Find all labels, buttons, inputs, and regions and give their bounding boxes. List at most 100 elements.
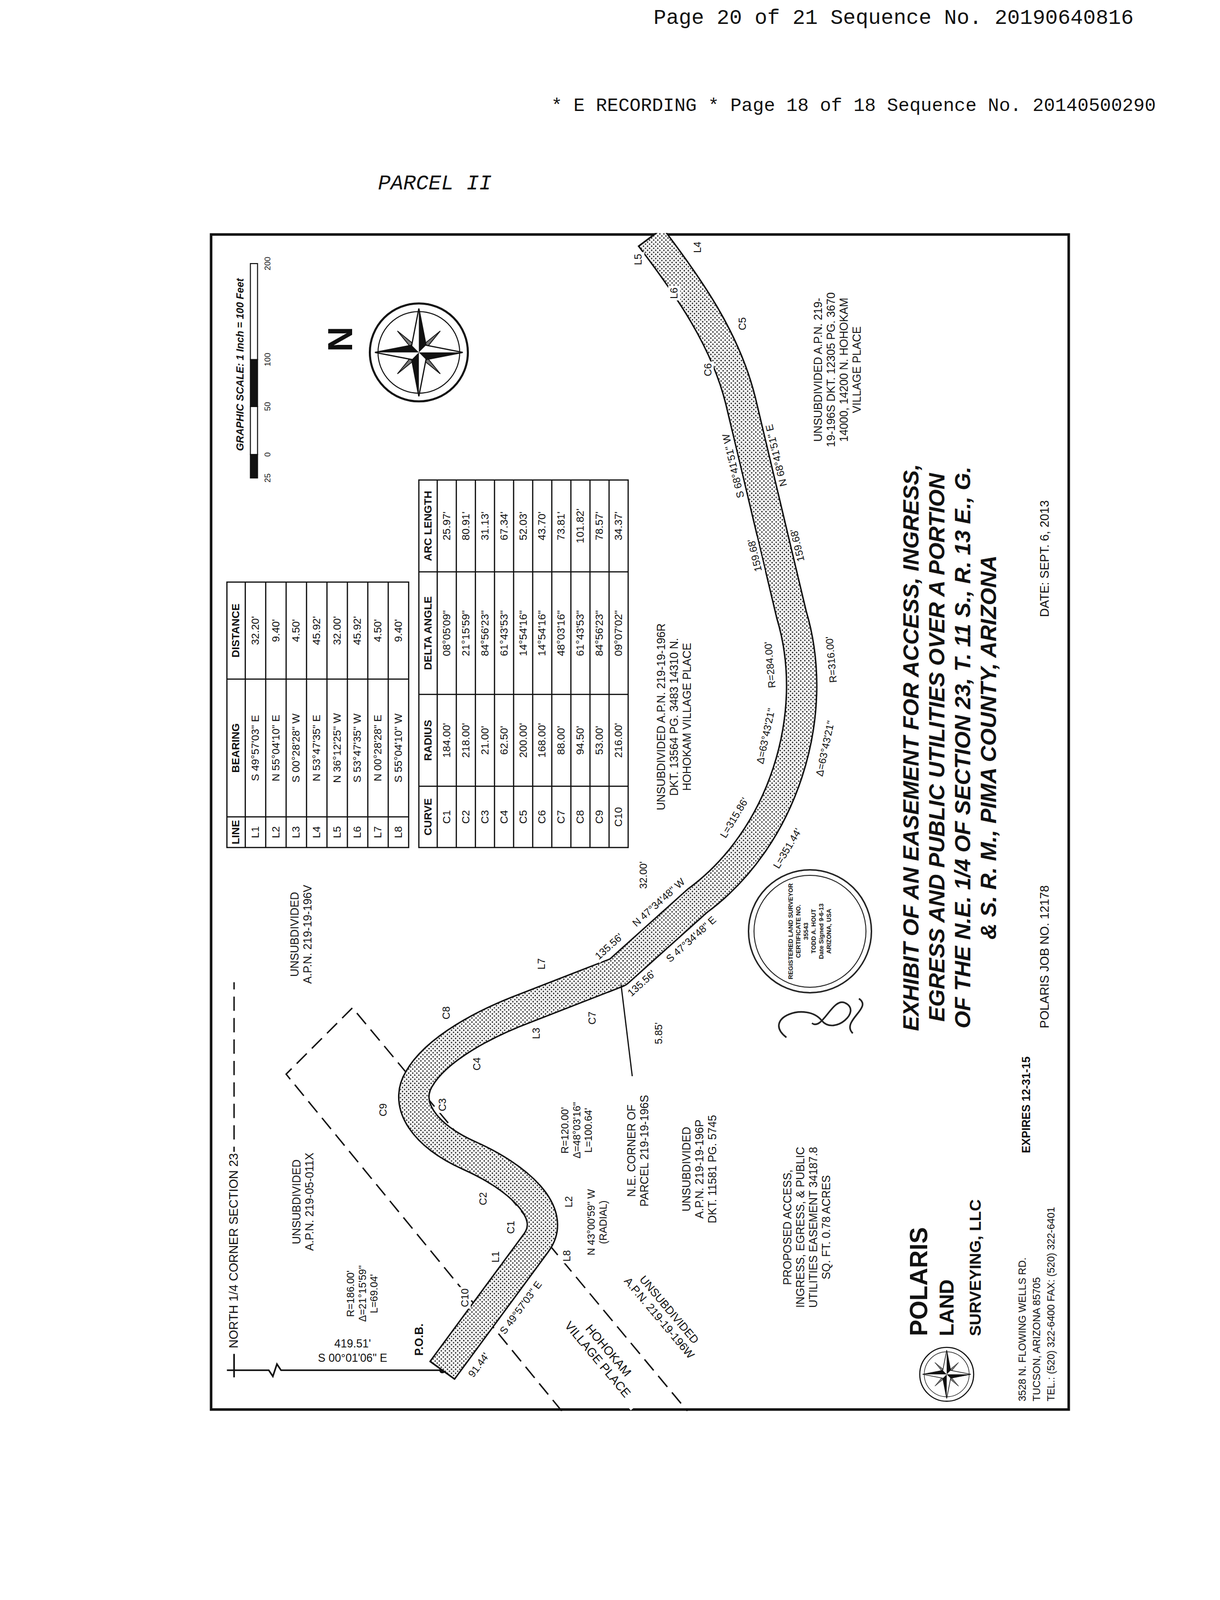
plat-label: LAND	[934, 1277, 959, 1338]
plat-label: RADIUS	[421, 718, 434, 763]
scale-bar	[250, 454, 258, 478]
plat-label: UNSUBDIVIDED A.P.N. 219-19-196R DKT. 135…	[654, 614, 694, 820]
plat-label: 62.50'	[497, 724, 511, 757]
plat-label: N	[320, 325, 360, 354]
plat-label: PARCEL II	[377, 171, 492, 197]
plat-label: L8	[560, 1249, 573, 1264]
line-table-grid	[226, 582, 409, 848]
scale-bar	[250, 406, 258, 455]
plat-label: 43.70'	[535, 510, 549, 543]
plat-label: L5	[632, 252, 645, 267]
plat-label: L4	[691, 240, 704, 255]
plat-label: N 43°00'59" W (RADIAL)	[585, 1185, 610, 1260]
plat-label: UNSUBDIVIDED A.P.N. 219-19-196W	[616, 1261, 711, 1368]
plat-label: 218.00'	[459, 721, 472, 760]
plat-label: C10	[612, 805, 625, 829]
plat-label: 78.57'	[593, 510, 606, 543]
plat-label: EXPIRES 12-31-15	[1019, 1054, 1033, 1155]
plat-label: L5	[330, 824, 344, 840]
north-arrow	[369, 303, 468, 402]
plat-label: C4	[497, 808, 511, 826]
plat-label: L2	[269, 824, 282, 840]
plat-label: 9.40'	[391, 617, 405, 644]
plat-label: CURVE	[421, 797, 434, 838]
seal-text: ARIZONA, USA	[824, 909, 833, 954]
plat-label: L1	[489, 1250, 502, 1265]
plat-label: L8	[391, 824, 405, 840]
plat-label: C10	[458, 1286, 471, 1309]
plat-label: TEL.: (520) 322-6400 FAX: (520) 322-6401	[1044, 1205, 1057, 1404]
plat-label: N 55°04'10" E	[269, 713, 282, 784]
plat-label: 45.92'	[310, 614, 323, 647]
section-tie-line	[240, 1364, 443, 1377]
plat-label: GRAPHIC SCALE: 1 Inch = 100 Feet	[233, 277, 246, 453]
plat-label: 45.92'	[351, 614, 364, 647]
plat-label: C1	[504, 1219, 517, 1236]
plat-label: 419.51'	[332, 1337, 373, 1351]
exhibit-title: EXHIBIT OF AN EASEMENT FOR ACCESS, INGRE…	[898, 461, 1002, 1034]
plat-label: R=120.00' Δ=48°03'16" L=100.64'	[559, 1098, 595, 1163]
plat-label: 200	[262, 255, 273, 273]
plat-label: 61°43'53"	[574, 608, 587, 658]
plat-label: PROPOSED ACCESS, INGRESS, EGRESS, & PUBL…	[780, 1140, 833, 1315]
plat-label: R=316.00'	[823, 634, 840, 686]
plat-label: TUCSON, ARIZONA 85705	[1030, 1275, 1043, 1404]
plat-label: 4.50'	[371, 617, 385, 644]
plat-label: 14°54'16"	[535, 608, 549, 658]
plat-label: 4.50'	[289, 617, 303, 644]
plat-label: Page 20 of 21 Sequence No. 20190640816	[653, 6, 1134, 31]
plat-label: L3	[530, 1026, 543, 1041]
road-edge	[286, 1008, 688, 1412]
plat-label: 84°56'23"	[593, 608, 606, 658]
sheet-frame	[210, 234, 1069, 1410]
plat-label: 67.34'	[497, 510, 511, 543]
plat-label: 100	[262, 351, 273, 368]
plat-label: 25.97'	[440, 510, 454, 543]
plat-label: UNSUBDIVIDED A.P.N. 219-19-196P DKT. 115…	[679, 1109, 719, 1230]
plat-label: L1	[249, 824, 262, 840]
seal-text: TODD A. HOUT	[809, 909, 818, 954]
plat-label: 84°56'23"	[478, 608, 491, 658]
plat-label: C7	[586, 1009, 599, 1027]
plat-label: POLARIS	[904, 1225, 933, 1338]
plat-label: 200.00'	[516, 721, 530, 760]
plat-label: UNSUBDIVIDED A.P.N. 219-19-196S DKT. 123…	[811, 290, 864, 450]
plat-label: 3528 N. FLOWING WELLS RD.	[1016, 1256, 1029, 1404]
plat-label: N 00°28'28" E	[371, 713, 385, 784]
plat-label: NORTH 1/4 CORNER SECTION 23	[226, 1152, 241, 1351]
surveyor-seal: REGISTERED LAND SURVEYORCERTIFICATE NO.3…	[747, 869, 872, 994]
plat-label: C5	[516, 808, 530, 826]
plat-label: 21.00'	[478, 724, 491, 757]
seal-text: 35543	[801, 922, 810, 941]
plat-label: C9	[377, 1102, 389, 1119]
plat-label: 184.00'	[440, 721, 454, 760]
plat-label: 25	[262, 472, 273, 485]
plat-label: ARC LENGTH	[421, 489, 434, 563]
rotated-sheet: LINEBEARINGDISTANCEL1S 49°57'03" E32.20'…	[209, 232, 1071, 1412]
plat-label: Δ=63°43'21"	[813, 718, 838, 779]
plat-label: S 49°57'03" E	[249, 713, 262, 783]
plat-label: 32.00'	[637, 860, 650, 891]
corner-marker	[226, 1353, 241, 1378]
plat-label: 0	[262, 450, 273, 459]
plat-label: 21°15'59"	[459, 608, 472, 658]
curve-table-grid	[418, 480, 628, 848]
plat-label: L7	[371, 824, 385, 840]
signature	[778, 998, 863, 1038]
plat-label: L3	[289, 824, 303, 840]
plat-label: R=186.00' Δ=21°15'59" L=69.04'	[344, 1262, 381, 1326]
plat-label: 216.00'	[612, 721, 625, 760]
plat-label: 50	[262, 400, 273, 413]
plat-label: 9.40'	[269, 617, 282, 644]
plat-label: 32.00'	[330, 614, 344, 647]
plat-label: S 00°28'28" W	[289, 711, 303, 785]
plat-label: LINE	[229, 818, 243, 846]
company-logo-compass	[919, 1347, 974, 1402]
plat-label: 88.00'	[554, 724, 568, 757]
plat-label: C8	[440, 1005, 453, 1022]
plat-label: 14°54'16"	[516, 608, 530, 658]
easement-fill	[413, 237, 802, 1371]
plat-label: DATE: SEPT. 6, 2013	[1037, 498, 1052, 619]
plat-label: BEARING	[229, 721, 243, 775]
plat-label: L7	[535, 956, 548, 972]
